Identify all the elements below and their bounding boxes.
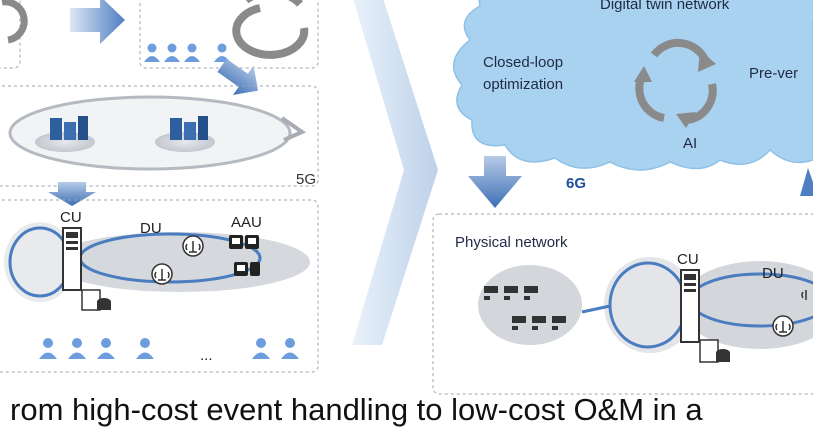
physical-network-label: Physical network	[455, 234, 568, 251]
ai-label: AI	[683, 135, 697, 152]
down-arrow-to-ran	[48, 182, 96, 206]
cu-label-left: CU	[60, 209, 82, 226]
cu-server-icon-left	[62, 227, 111, 311]
antenna-icon-right	[772, 315, 794, 337]
cu-label-right: CU	[677, 251, 699, 268]
antenna-icon-left-1	[182, 235, 204, 257]
big-chevron-arrow	[352, 0, 438, 345]
server-icon-1	[35, 116, 95, 152]
core-network-box	[0, 85, 319, 187]
figure-caption: rom high-cost event handling to low-cost…	[10, 392, 703, 427]
up-arrow-right-edge	[800, 168, 813, 196]
generation-label-6g: 6G	[566, 175, 586, 192]
cu-server-icon-right	[680, 269, 730, 363]
cloud-title: Digital twin network	[600, 0, 730, 13]
loop-label-line1: Closed-loop	[483, 54, 563, 71]
antenna-icon-left-2	[151, 263, 173, 285]
digital-twin-cloud	[453, 0, 813, 171]
du-label-left: DU	[140, 220, 162, 237]
person-icons-top	[144, 43, 230, 62]
down-arrow-to-physical	[468, 156, 522, 208]
left-top-box-2	[139, 0, 319, 69]
antenna-icon-right-edge	[801, 290, 807, 300]
left-top-box-1	[0, 0, 28, 69]
terminal-icons-physical	[484, 286, 566, 330]
generation-label-5g: 5G	[296, 171, 316, 188]
ellipsis-label: ...	[200, 347, 213, 364]
server-icon-2	[155, 116, 215, 152]
right-arrow-top-left	[70, 0, 125, 44]
preventive-label: Pre-ver	[749, 65, 798, 82]
down-arrow-to-core	[217, 58, 259, 96]
aau-icon-1	[229, 235, 259, 249]
loop-label-line2: optimization	[483, 76, 563, 93]
aau-icon-2	[234, 262, 260, 276]
ran-box-left	[0, 199, 319, 373]
person-icons-bottom	[39, 338, 299, 359]
physical-network-box	[432, 213, 813, 395]
aau-label-left: AAU	[231, 214, 262, 231]
cycle-arrowheads	[634, 50, 716, 128]
du-label-right: DU	[762, 265, 784, 282]
